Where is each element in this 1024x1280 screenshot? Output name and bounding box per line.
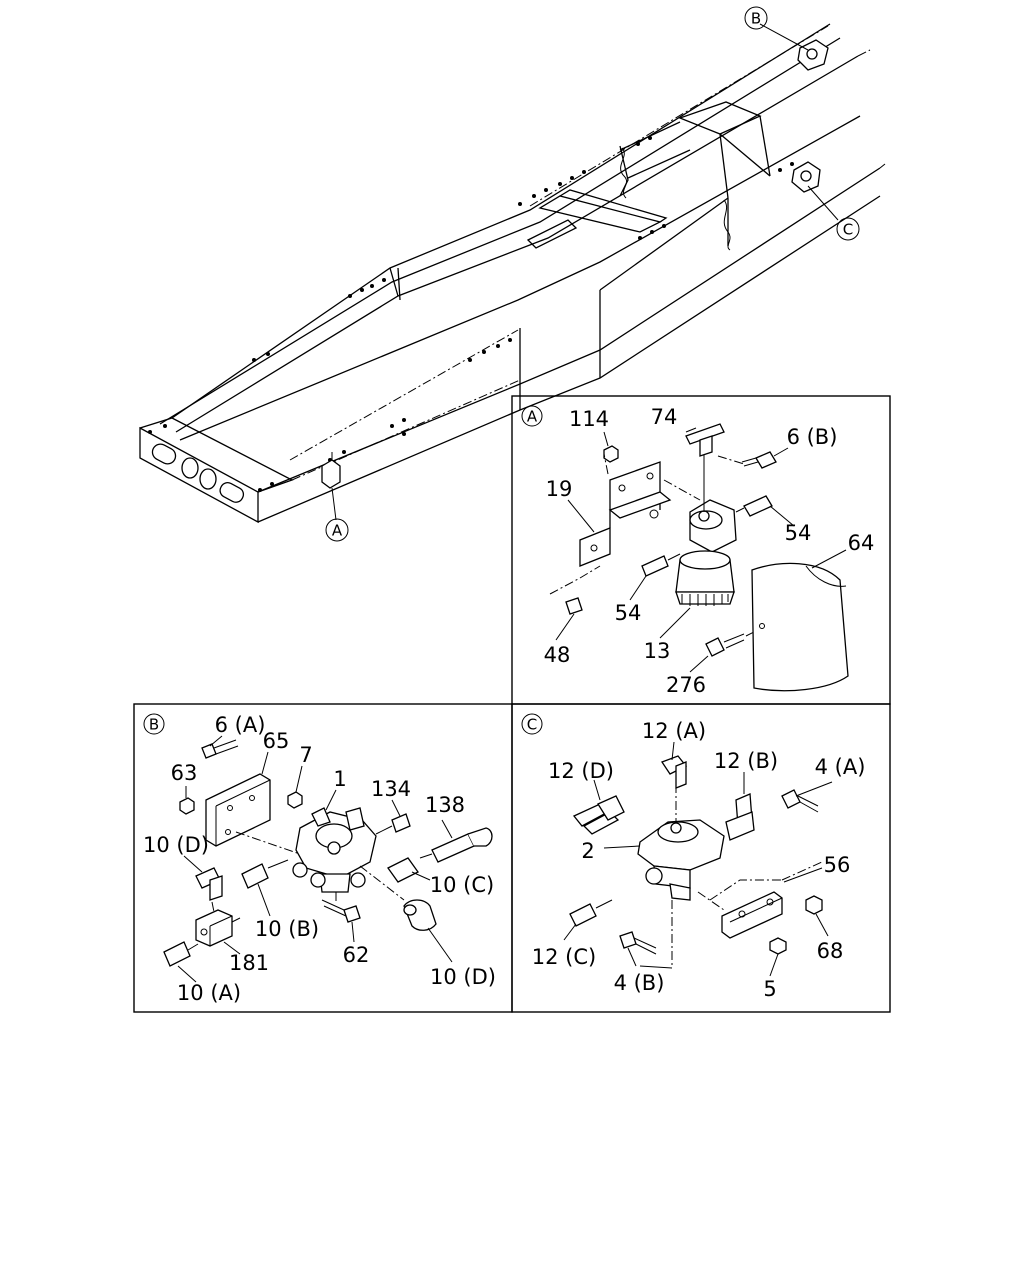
panel-b-content: B (143, 713, 496, 1005)
frame-unit-a (321, 452, 341, 489)
label-12b: 12 (B) (714, 749, 778, 773)
panel-c-marker: C (527, 716, 537, 734)
callout-a-letter: A (332, 522, 343, 540)
frame-unit-b (797, 39, 829, 71)
rivet-dots (148, 136, 794, 492)
label-74: 74 (651, 405, 678, 429)
label-1: 1 (333, 767, 346, 791)
label-65: 65 (263, 729, 290, 753)
label-114: 114 (569, 407, 609, 431)
label-276: 276 (666, 673, 706, 697)
label-68: 68 (817, 939, 844, 963)
callout-b-letter: B (751, 10, 761, 28)
label-13: 13 (644, 639, 671, 663)
label-19: 19 (546, 477, 573, 501)
label-6a: 6 (A) (215, 713, 266, 737)
callout-b-overview: B (744, 6, 768, 30)
label-12a: 12 (A) (642, 719, 706, 743)
panel-a-content: A (521, 405, 875, 697)
frame-unit-c (791, 161, 821, 193)
label-181: 181 (229, 951, 269, 975)
label-10d-top: 10 (D) (143, 833, 209, 857)
detail-panel-c (511, 703, 891, 1013)
label-10b: 10 (B) (255, 917, 319, 941)
callout-c-letter: C (843, 221, 853, 239)
label-10d-bottom: 10 (D) (430, 965, 496, 989)
label-4b: 4 (B) (614, 971, 665, 995)
label-63: 63 (171, 761, 198, 785)
label-12c: 12 (C) (532, 945, 596, 969)
label-2: 2 (581, 839, 594, 863)
callout-c-overview: C (836, 217, 860, 241)
label-64: 64 (848, 531, 875, 555)
label-6b: 6 (B) (787, 425, 838, 449)
label-54-left: 54 (615, 601, 642, 625)
label-138: 138 (425, 793, 465, 817)
panel-b-marker: B (149, 716, 159, 734)
label-54-right: 54 (785, 521, 812, 545)
label-10a: 10 (A) (177, 981, 241, 1005)
label-4a: 4 (A) (815, 755, 866, 779)
label-48: 48 (544, 643, 571, 667)
panel-c-content: C (521, 713, 866, 1001)
callout-a-overview: A (325, 518, 349, 542)
label-134: 134 (371, 777, 411, 801)
label-12d: 12 (D) (548, 759, 614, 783)
label-62: 62 (343, 943, 370, 967)
label-56: 56 (824, 853, 851, 877)
label-5: 5 (763, 977, 776, 1001)
panel-a-marker: A (527, 408, 538, 426)
label-7: 7 (299, 743, 312, 767)
label-10c: 10 (C) (430, 873, 494, 897)
